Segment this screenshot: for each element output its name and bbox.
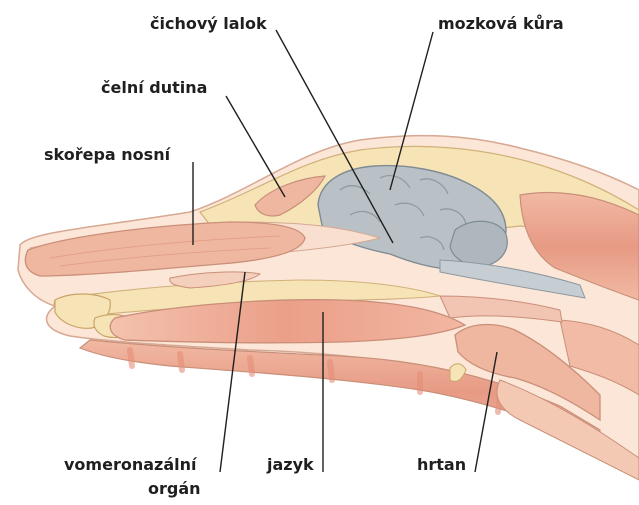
label-nasal-turbinate: skořepa nosní — [44, 145, 170, 165]
cerebellum-shape — [450, 221, 507, 266]
label-vomeronasal-line1: vomeronazální — [64, 455, 196, 475]
label-larynx: hrtan — [417, 455, 466, 475]
label-olfactory-lobe: čichový lalok — [150, 14, 267, 34]
label-cerebral-cortex: mozková kůra — [438, 14, 564, 34]
label-tongue: jazyk — [267, 455, 314, 475]
label-frontal-sinus: čelní dutina — [101, 78, 207, 98]
label-vomeronasal-line2: orgán — [148, 479, 201, 499]
